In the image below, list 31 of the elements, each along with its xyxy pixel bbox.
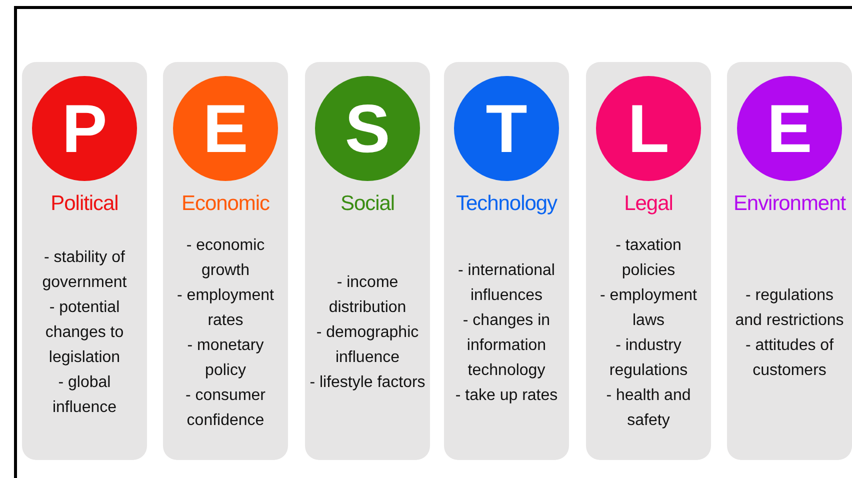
category-card	[22, 62, 147, 460]
category-heading: Environment	[733, 191, 846, 217]
category-card	[444, 62, 569, 460]
bullet-text: - stability of government	[41, 248, 128, 293]
bullet-text: - regulations and restrictions	[734, 286, 845, 330]
bullet-text: - lifestyle factors	[310, 373, 426, 393]
bullet-text: - take up rates	[455, 386, 558, 406]
bullet-text: - attitudes of customers	[744, 336, 835, 380]
bullet-text: - monetary policy	[186, 336, 265, 380]
bullet-text: - income distribution	[328, 273, 408, 318]
category-heading: Legal	[624, 191, 673, 217]
bullet-text: - potential changes to legislation	[44, 298, 125, 368]
bullet-text: - health and safety	[605, 386, 692, 430]
category-heading: Technology	[456, 191, 557, 217]
bullet-text: - consumer confidence	[184, 386, 267, 430]
bullet-text: - employment rates	[176, 286, 275, 330]
category-heading: Economic	[181, 191, 270, 217]
category-card	[727, 62, 852, 460]
bullet-text: - changes in information technology	[462, 310, 552, 380]
category-card	[586, 62, 711, 460]
category-card	[305, 62, 430, 460]
bullet-text: - employment laws	[599, 286, 698, 330]
bullet-text: - taxation policies	[614, 236, 682, 280]
bullet-text: - global influence	[51, 373, 118, 418]
category-heading: Social	[340, 191, 395, 217]
bullet-text: - economic growth	[185, 236, 266, 280]
category-card	[163, 62, 288, 460]
category-heading: Political	[50, 191, 118, 217]
bullet-text: - demographic influence	[315, 323, 420, 368]
bullet-text: - international influences	[457, 260, 556, 306]
bullet-text: - industry regulations	[608, 336, 689, 380]
